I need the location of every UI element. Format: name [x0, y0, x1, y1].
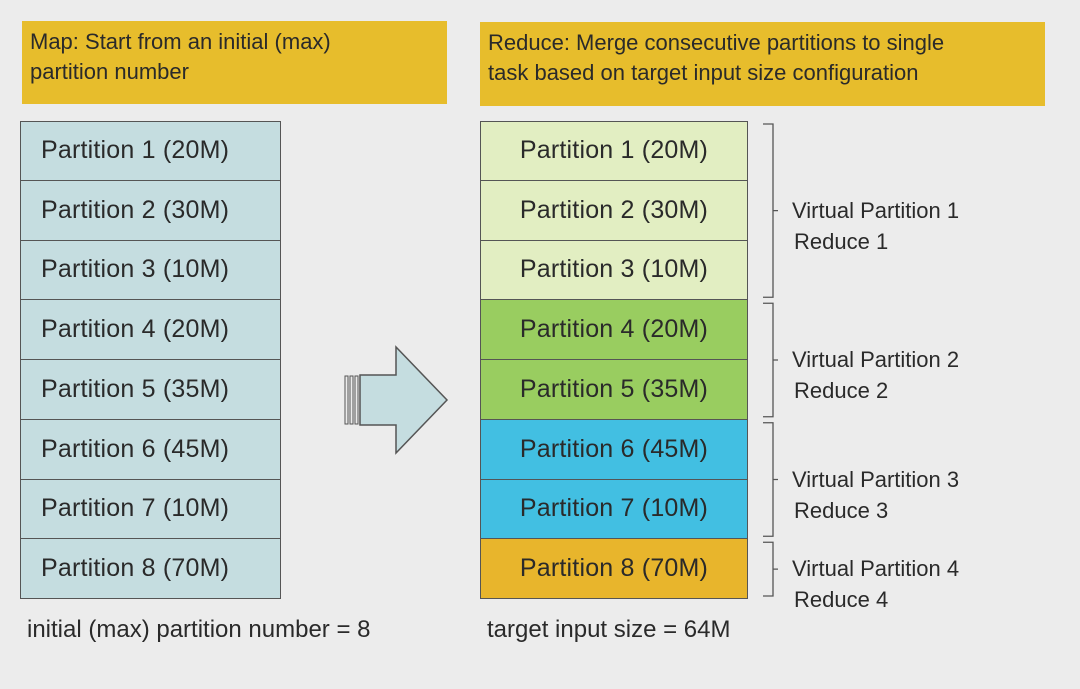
virtual-partition-name: Virtual Partition 3 [792, 466, 960, 492]
map-partition-cell: Partition 4 (20M) [20, 300, 281, 360]
virtual-partition-name: Virtual Partition 1 [792, 197, 960, 223]
reduce-partition-cell: Partition 7 (10M) [480, 479, 748, 540]
reduce-partition-cell: Partition 5 (35M) [480, 360, 748, 420]
map-partition-cell: Partition 1 (20M) [20, 121, 281, 181]
map-caption: initial (max) partition number = 8 [27, 616, 371, 643]
reduce-partition-cell: Partition 3 (10M) [480, 240, 748, 301]
reduce-header: Reduce: Merge consecutive partitions to … [480, 22, 1045, 106]
group-bracket [763, 302, 778, 418]
virtual-partition-name: Virtual Partition 2 [792, 347, 960, 372]
virtual-partition-name: Virtual Partition 4 [792, 556, 960, 582]
map-partition-cell: Partition 5 (35M) [20, 360, 281, 420]
reduce-partition-cell: Partition 8 (70M) [480, 539, 748, 599]
reduce-partition-cell: Partition 4 (20M) [480, 300, 748, 360]
map-partition-cell: Partition 8 (70M) [20, 539, 281, 599]
group-bracket [763, 541, 778, 597]
virtual-partition-reduce: Reduce 3 [794, 497, 889, 523]
virtual-partition-reduce: Reduce 4 [794, 587, 889, 613]
map-partition-cell: Partition 7 (10M) [20, 479, 281, 540]
reduce-partition-column: Partition 1 (20M)Partition 2 (30M)Partit… [480, 121, 748, 599]
virtual-partition-reduce: Reduce 1 [794, 228, 889, 254]
map-partition-column: Partition 1 (20M)Partition 2 (30M)Partit… [20, 121, 281, 599]
reduce-caption: target input size = 64M [487, 616, 731, 643]
reduce-partition-cell: Partition 1 (20M) [480, 121, 748, 181]
group-bracket [763, 422, 778, 537]
virtual-partition-reduce: Reduce 2 [794, 378, 889, 403]
right-arrow-icon [344, 345, 449, 455]
map-partition-cell: Partition 3 (10M) [20, 240, 281, 301]
map-header: Map: Start from an initial (max) partiti… [22, 21, 447, 104]
reduce-partition-cell: Partition 2 (30M) [480, 180, 748, 241]
reduce-partition-cell: Partition 6 (45M) [480, 419, 748, 480]
map-partition-cell: Partition 6 (45M) [20, 419, 281, 480]
map-partition-cell: Partition 2 (30M) [20, 180, 281, 241]
group-bracket [763, 123, 778, 298]
